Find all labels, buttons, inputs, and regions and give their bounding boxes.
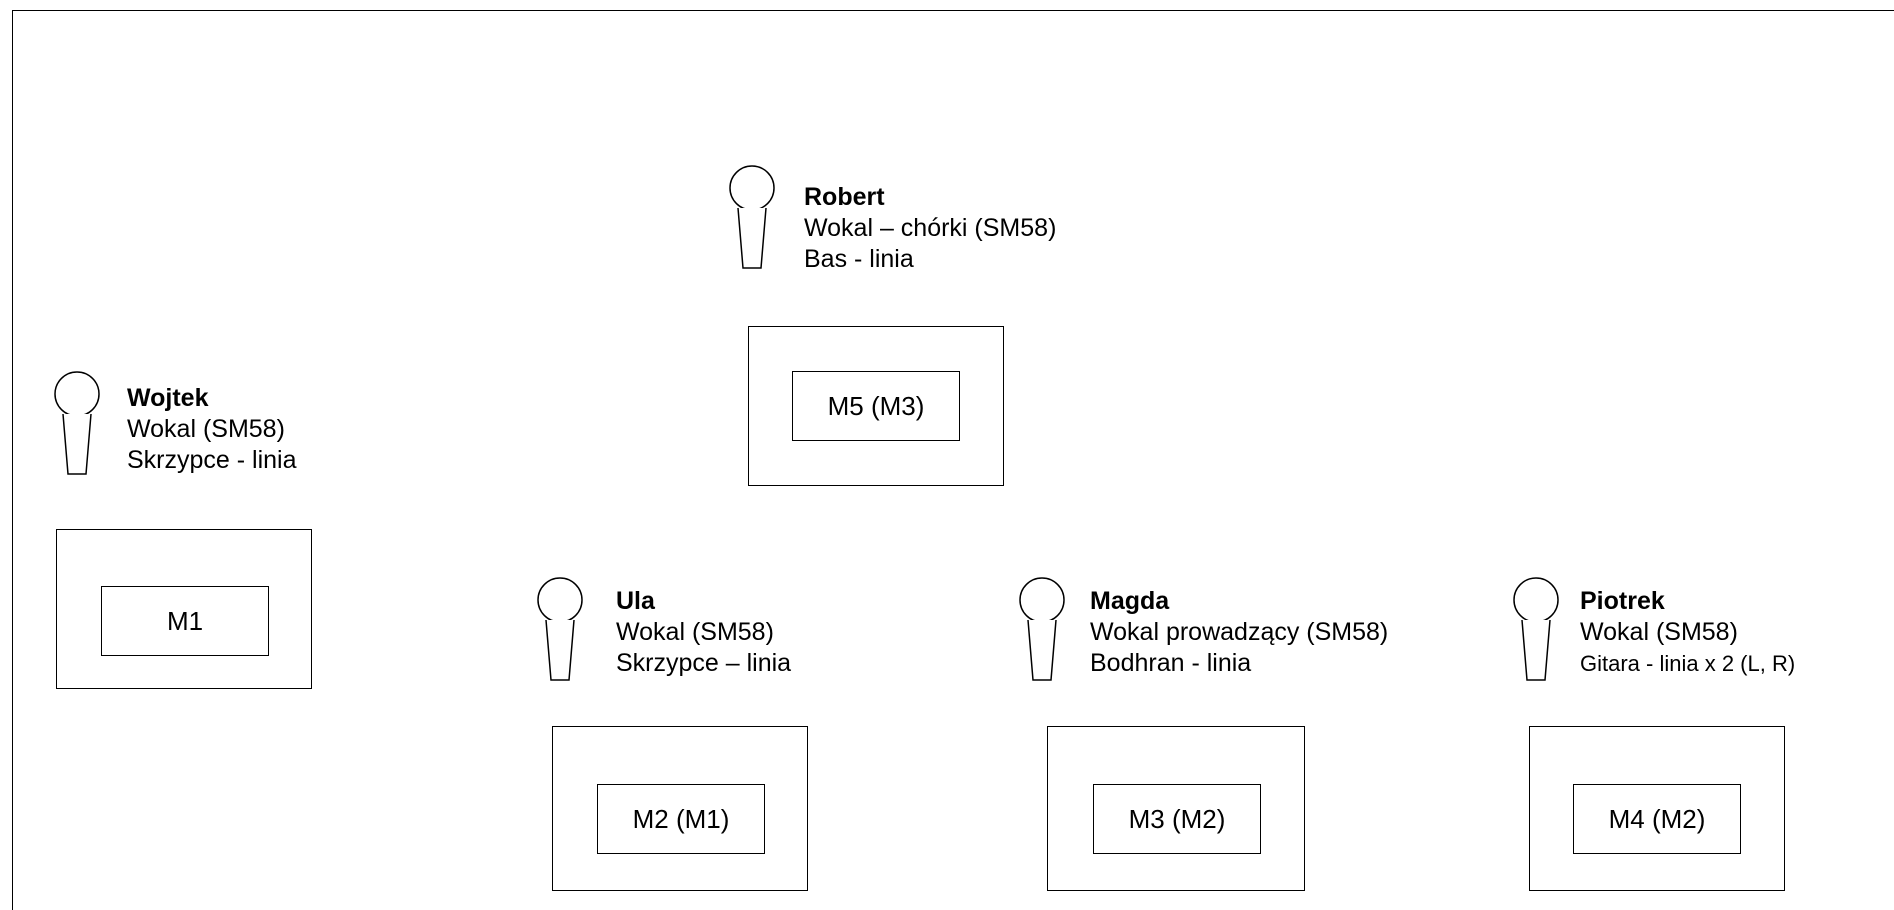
monitor-label: M5 (M3) bbox=[792, 371, 960, 441]
microphone-icon bbox=[537, 577, 583, 681]
musician-vocal: Wokal (SM58) bbox=[616, 618, 774, 646]
monitor-label: M2 (M1) bbox=[597, 784, 765, 854]
monitor-wedge: M1 bbox=[56, 529, 312, 689]
microphone-icon bbox=[1019, 577, 1065, 681]
musician-name: Piotrek bbox=[1580, 587, 1665, 615]
monitor-label: M4 (M2) bbox=[1573, 784, 1741, 854]
musician-name: Robert bbox=[804, 183, 885, 211]
musician-instrument: Bodhran - linia bbox=[1090, 649, 1252, 677]
musician-instrument: Skrzypce – linia bbox=[616, 649, 792, 677]
musician-instrument: Bas - linia bbox=[804, 245, 914, 273]
musician-label-magda: Magda Wokal prowadzący (SM58) Bodhran - … bbox=[1090, 586, 1388, 679]
monitor-label: M3 (M2) bbox=[1093, 784, 1261, 854]
monitor-label: M1 bbox=[101, 586, 269, 656]
monitor-wedge: M3 (M2) bbox=[1047, 726, 1305, 891]
musician-label-piotrek: Piotrek Wokal (SM58) Gitara - linia x 2 … bbox=[1580, 586, 1795, 679]
musician-vocal: Wokal prowadzący (SM58) bbox=[1090, 618, 1389, 646]
musician-label-ula: Ula Wokal (SM58) Skrzypce – linia bbox=[616, 586, 791, 679]
microphone-icon bbox=[54, 371, 100, 475]
musician-name: Wojtek bbox=[127, 384, 209, 412]
monitor-wedge: M2 (M1) bbox=[552, 726, 808, 891]
musician-label-wojtek: Wojtek Wokal (SM58) Skrzypce - linia bbox=[127, 383, 297, 476]
monitor-wedge: M4 (M2) bbox=[1529, 726, 1785, 891]
musician-label-robert: Robert Wokal – chórki (SM58) Bas - linia bbox=[804, 182, 1056, 275]
musician-vocal: Wokal (SM58) bbox=[127, 415, 285, 443]
microphone-icon bbox=[1513, 577, 1559, 681]
stage-border bbox=[12, 10, 1894, 910]
musician-name: Ula bbox=[616, 587, 655, 615]
musician-vocal: Wokal (SM58) bbox=[1580, 618, 1738, 646]
monitor-wedge: M5 (M3) bbox=[748, 326, 1004, 486]
microphone-icon bbox=[729, 165, 775, 269]
musician-instrument: Skrzypce - linia bbox=[127, 446, 297, 474]
musician-name: Magda bbox=[1090, 587, 1170, 615]
musician-vocal: Wokal – chórki (SM58) bbox=[804, 214, 1057, 242]
musician-instrument: Gitara - linia x 2 (L, R) bbox=[1580, 651, 1796, 676]
